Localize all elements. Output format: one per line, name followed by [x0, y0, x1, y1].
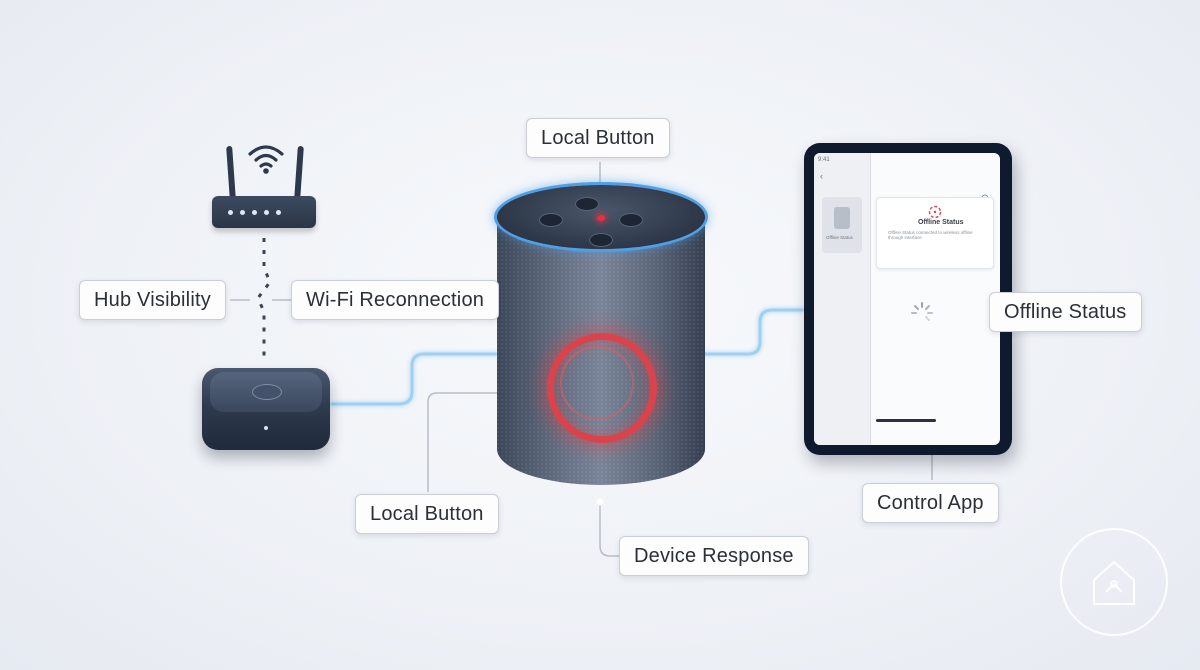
- device-tile-caption: Offline Status: [826, 235, 853, 240]
- card-subtitle: Offline Status connected to wireless off…: [888, 230, 973, 240]
- speaker-button-top: [575, 197, 599, 211]
- card-title: Offline Status: [918, 219, 964, 226]
- speaker-button-bottom: [589, 233, 613, 247]
- speaker-button-left: [539, 213, 563, 227]
- hub-icon: [202, 368, 330, 454]
- tablet-icon: 9:41 ‹ Offline Status Offline Status Off…: [804, 143, 1012, 455]
- wifi-reconnection-label: Wi-Fi Reconnection: [291, 280, 500, 320]
- wifi-icon: [248, 145, 284, 174]
- device-response-label: Device Response: [619, 536, 809, 576]
- device-tile: Offline Status: [822, 197, 862, 253]
- tablet-screen: 9:41 ‹ Offline Status Offline Status Off…: [814, 153, 1000, 445]
- app-sidebar: 9:41 ‹ Offline Status: [814, 153, 871, 445]
- router-hub-dashed-line: [256, 238, 272, 362]
- local-button-top-label: Local Button: [526, 118, 670, 158]
- offline-status-card: [876, 197, 994, 269]
- router-antenna-right: [294, 145, 304, 201]
- device-response-connector: [599, 505, 620, 557]
- hub-visibility-label: Hub Visibility: [79, 280, 226, 320]
- hub-speaker-link: [326, 352, 502, 406]
- speaker-button-right: [619, 213, 643, 227]
- spinner-icon: [911, 302, 933, 321]
- speaker-status-led: [597, 215, 605, 221]
- router: [212, 140, 318, 232]
- control-app-label: Control App: [862, 483, 999, 523]
- local-button-bottom-connector: [427, 392, 508, 492]
- home-indicator: [876, 419, 936, 422]
- offline-status-label: Offline Status: [989, 292, 1142, 332]
- offline-alert-icon: [928, 205, 942, 219]
- hub-button: [252, 384, 282, 400]
- home-logo-icon: [1060, 528, 1168, 636]
- red-light-ring: [547, 333, 657, 443]
- speaker-icon: [497, 185, 705, 505]
- local-button-bottom-label: Local Button: [355, 494, 499, 534]
- speaker-tablet-link: [698, 308, 808, 356]
- router-antenna-left: [226, 145, 236, 201]
